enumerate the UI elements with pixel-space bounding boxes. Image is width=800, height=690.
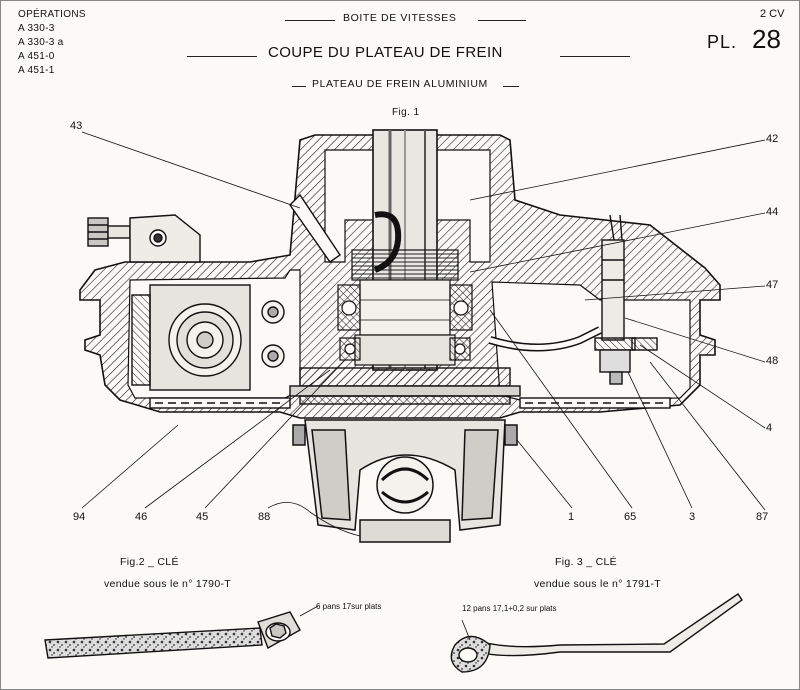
leader-lines [81,131,766,537]
callout-3: 3 [689,511,696,523]
fig2-title: Fig.2 _ CLÉ [120,556,179,568]
operation-item: A 330-3 [18,23,55,34]
callout-42: 42 [766,133,779,145]
main-title: COUPE DU PLATEAU DE FREIN [268,44,503,61]
callout-45: 45 [196,511,209,523]
bearing-left [337,284,361,361]
bleed-fitting [87,214,201,263]
title-rule [503,86,519,87]
model-label: 2 CV [760,8,785,20]
fig2-caption: vendue sous le n° 1790-T [104,578,231,590]
fig2-note: 6 pans 17sur plats [316,602,382,611]
fig2-key [44,605,319,659]
universal-joint [292,419,518,543]
callout-88: 88 [258,511,271,523]
plate-number: 28 [752,24,781,54]
operation-item: A 330-3 a [18,37,64,48]
adjuster-bolt [594,214,658,385]
callout-1: 1 [568,511,575,523]
fig3-title: Fig. 3 _ CLÉ [555,556,617,568]
fig1-label: Fig. 1 [392,107,420,118]
operation-item: A 451-0 [18,51,55,62]
callout-94: 94 [73,511,86,523]
central-shaft [351,129,459,371]
callout-4: 4 [766,422,773,434]
plate-prefix: PL. [707,32,738,52]
callout-43: 43 [70,120,83,132]
callout-47: 47 [766,279,779,291]
operations-heading: OPÉRATIONS [18,9,86,20]
callout-65: 65 [624,511,637,523]
top-title: BOITE DE VITESSES [343,12,457,24]
fig3-note: 12 pans 17,1+0,2 sur plats [462,604,557,613]
fig3-key [450,593,743,673]
fig3-caption: vendue sous le n° 1791-T [534,578,661,590]
title-rule [285,20,335,21]
title-rule [478,20,526,21]
sub-title: PLATEAU DE FREIN ALUMINIUM [312,78,488,90]
bearing-right [449,284,473,361]
title-rule [560,56,630,57]
callout-87: 87 [756,511,769,523]
wheel-cylinder [131,284,285,391]
operations-list: OPÉRATIONS A 330-3 A 330-3 a A 451-0 A 4… [18,8,86,78]
callout-48: 48 [766,355,779,367]
title-rule [187,56,257,57]
callout-46: 46 [135,511,148,523]
title-rule [292,86,306,87]
brake-disc [149,367,671,409]
operation-item: A 451-1 [18,65,55,76]
callout-44: 44 [766,206,779,218]
